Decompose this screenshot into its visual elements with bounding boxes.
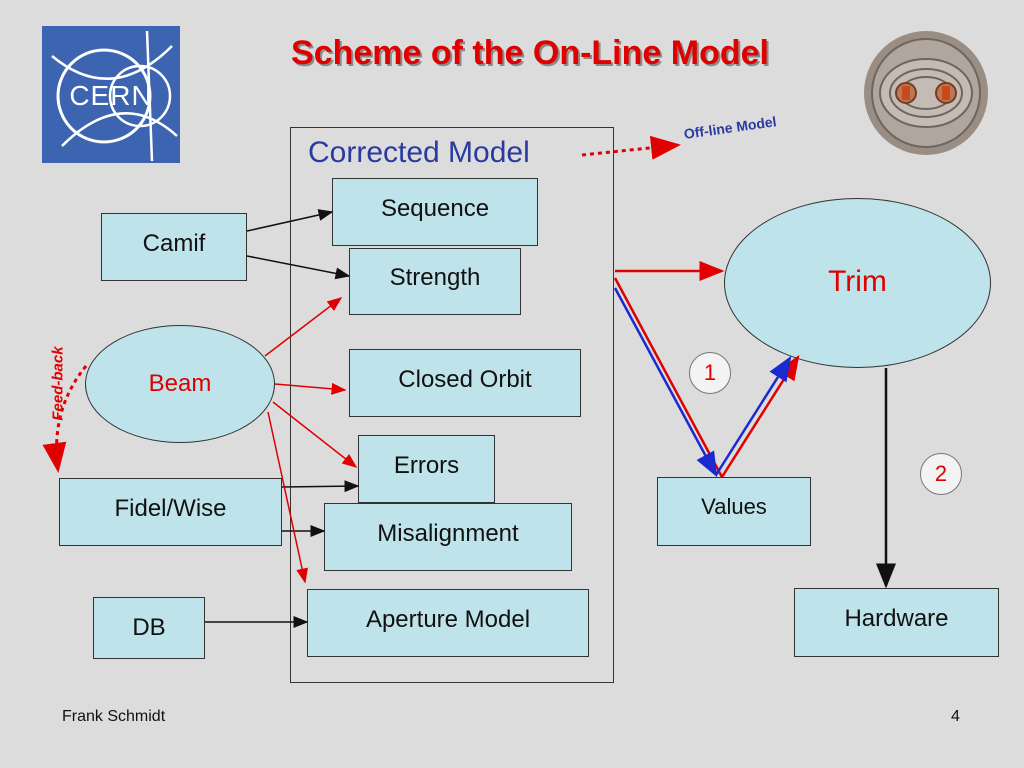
closed-orbit-box: Closed Orbit: [349, 349, 581, 417]
cern-logo: CERN: [42, 26, 180, 163]
values-box: Values: [657, 477, 811, 546]
misalignment-box: Misalignment: [324, 503, 572, 571]
db-box: DB: [93, 597, 205, 659]
strength-box: Strength: [349, 248, 521, 315]
aperture-model-box: Aperture Model: [307, 589, 589, 657]
camif-box: Camif: [101, 213, 247, 281]
corrected-model-title: Corrected Model: [308, 136, 530, 169]
trim-ellipse: Trim: [724, 198, 991, 368]
cern-ring-icon: [51, 30, 178, 162]
step-1-badge: 1: [689, 352, 731, 394]
errors-box: Errors: [358, 435, 495, 503]
magnet-cross-section-image: [862, 28, 990, 158]
fidel-wise-box: Fidel/Wise: [59, 478, 282, 546]
beam-ellipse: Beam: [85, 325, 275, 443]
cern-logo-text: CERN: [69, 80, 153, 111]
hardware-box: Hardware: [794, 588, 999, 657]
page-number: 4: [951, 708, 960, 725]
author-footer: Frank Schmidt: [62, 708, 166, 725]
step-2-badge: 2: [920, 453, 962, 495]
corrected-model-frame: [290, 127, 614, 683]
slide-title: Scheme of the On-Line Model: [291, 34, 769, 72]
sequence-box: Sequence: [332, 178, 538, 246]
